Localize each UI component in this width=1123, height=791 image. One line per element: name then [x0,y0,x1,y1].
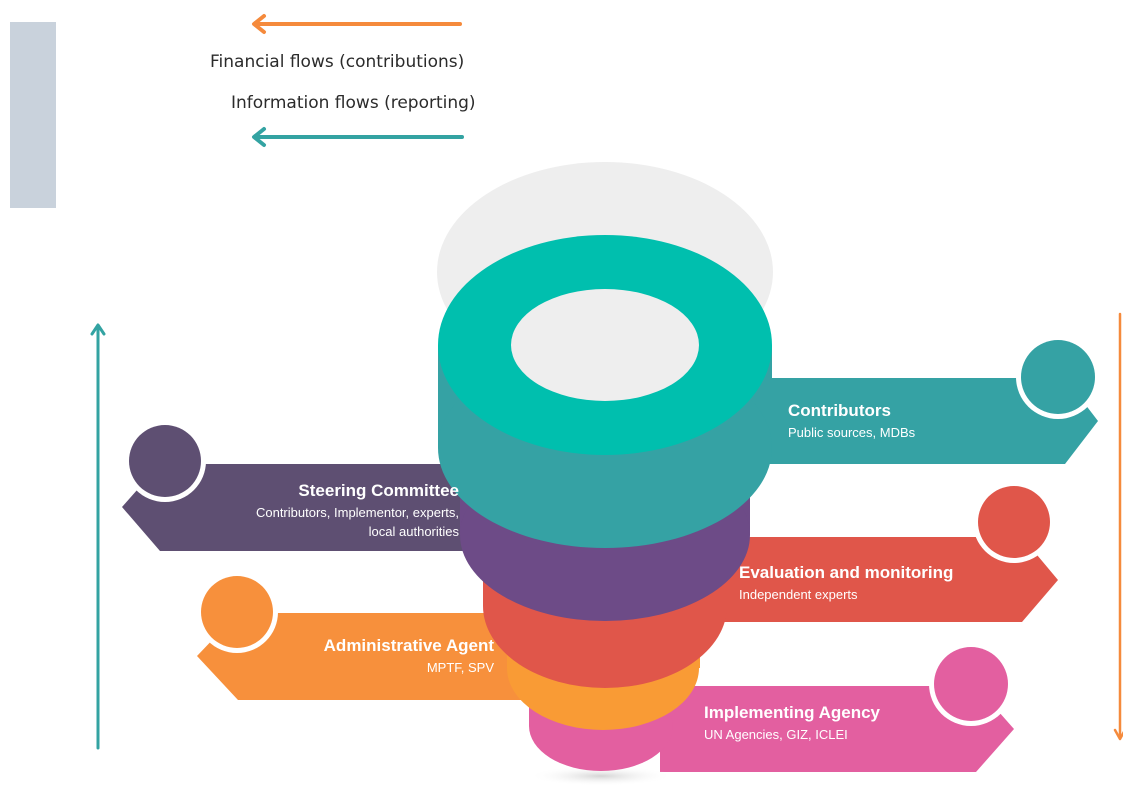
financial-flow-down-arrow-icon [1113,312,1123,741]
evaluation-badge [973,481,1055,563]
implementing-agency-label: Implementing Agency UN Agencies, GIZ, IC… [704,703,880,743]
implementing-agency-title: Implementing Agency [704,703,881,722]
financial-flow-arrow-icon [252,14,462,34]
administrative-agent-badge [196,571,278,653]
steering-committee-subtitle-line1: Contributors, Implementor, experts, [255,505,459,520]
contributors-label: Contributors Public sources, MDBs [788,401,915,441]
contributors-subtitle: Public sources, MDBs [788,425,916,440]
evaluation-subtitle: Independent experts [739,587,858,602]
steering-committee-title: Steering Committee [298,481,459,500]
steering-committee-banner [122,464,500,551]
funnel-shadow [529,766,673,786]
administrative-agent-title: Administrative Agent [323,636,494,655]
steering-committee-badge [124,420,206,502]
administrative-agent-subtitle: MPTF, SPV [426,660,494,675]
administrative-agent-label: Administrative Agent MPTF, SPV [324,636,494,676]
evaluation-title: Evaluation and monitoring [739,563,954,582]
contributors-badge [1016,335,1100,419]
steering-committee-subtitle-line2: local authorities [368,524,459,539]
evaluation-banner [680,537,1058,622]
legend-gray-bar [10,22,56,208]
implementing-agency-banner [660,686,1014,772]
financial-flows-label: Financial flows (contributions) [210,52,465,72]
funnel-top-ring [438,235,772,455]
information-flow-arrow-icon [252,127,464,147]
evaluation-label: Evaluation and monitoring Independent ex… [739,563,953,603]
information-flow-up-arrow-icon [90,323,106,750]
implementing-agency-badge [929,642,1013,726]
steering-committee-label: Steering Committee Contributors, Impleme… [256,481,459,540]
contributors-title: Contributors [788,401,891,420]
administrative-agent-banner [197,613,528,700]
information-flows-label: Information flows (reporting) [231,93,476,113]
implementing-agency-subtitle: UN Agencies, GIZ, ICLEI [704,727,848,742]
contributors-banner [700,378,1098,464]
